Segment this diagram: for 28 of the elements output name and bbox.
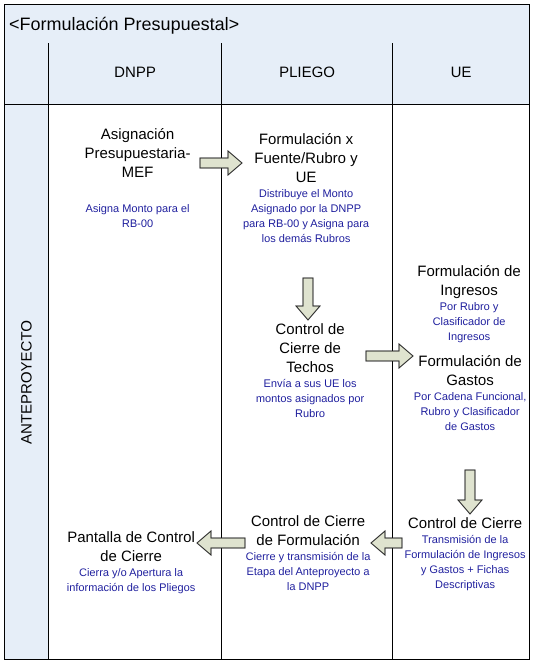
step-title: Asignación Presupuestaria-MEF	[84, 125, 192, 182]
step-description: Transmisión de la Formulación de Ingresos y Gastos + Fichas Descriptivas	[403, 533, 527, 593]
diagram-title: <Formulación Presupuestal>	[4, 4, 530, 44]
step-title: Control de Cierre	[408, 514, 522, 533]
step-description: Por Rubro y Clasificador de Ingresos	[432, 300, 506, 345]
lane-header: DNPP	[49, 43, 221, 105]
lane-header: PLIEGO	[222, 43, 392, 105]
step-description: Cierre y transmisión de la Etapa del Anteproyecto a la DNPP	[245, 550, 371, 595]
step-description: Cierra y/o Apertura la información de los Pliegos	[66, 566, 196, 596]
block-arrow	[456, 470, 484, 515]
step-description: Por Cadena Funcional, Rubro y Clasificador de Gastos	[413, 390, 527, 435]
step-title: Control de Cierre de Formulación	[250, 512, 366, 550]
step-title: Control de Cierre de Techos	[274, 320, 346, 377]
lane-header: UE	[393, 43, 529, 105]
step-title: Formulación x Fuente/Rubro y UE	[253, 130, 359, 187]
block-arrow	[196, 530, 246, 556]
block-arrow	[370, 530, 402, 556]
block-arrow	[366, 342, 414, 370]
step-title: Formulación de Ingresos	[416, 262, 522, 300]
phase-band	[4, 104, 49, 660]
phase-label: ANTEPROYECTO	[18, 320, 35, 444]
step-title: Pantalla de Control de Cierre	[66, 528, 196, 566]
step-description: Distribuye el Monto Asignado por la DNPP para RB-00 y Asigna para los demás Rubros	[242, 187, 370, 247]
step-description: Envía a sus UE los montos asignados por Rubro	[254, 377, 366, 422]
block-arrow	[294, 278, 322, 321]
step-title: Formulación de Gastos	[417, 352, 523, 390]
step-description: Asigna Monto para el RB-00	[84, 202, 190, 232]
block-arrow	[200, 150, 243, 176]
